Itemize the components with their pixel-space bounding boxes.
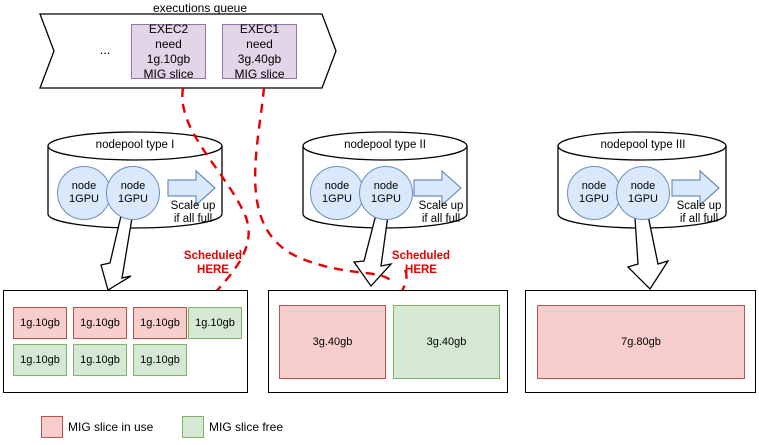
legend-swatch-used <box>41 416 63 438</box>
mig-slice-1-5[interactable]: 1g.10gb <box>13 344 67 376</box>
legend-label-used: MIG slice in use <box>68 420 154 434</box>
node-label: node <box>120 180 146 193</box>
mig-slice-1-7[interactable]: 1g.10gb <box>133 344 187 376</box>
scale-up-text-2: Scale up if all full <box>418 200 464 226</box>
gpu-panel-type-3: 7g.80gb <box>525 290 756 393</box>
exec2-requirement: need 1g.10gb <box>146 36 191 66</box>
mig-slice-1-2[interactable]: 1g.10gb <box>73 307 127 339</box>
node-circle-pool3-b[interactable]: node 1GPU <box>616 166 670 220</box>
node-label: node <box>630 180 656 193</box>
gpu-panel-type-2: 3g.40gb 3g.40gb <box>268 290 508 393</box>
node-gpu-count: 1GPU <box>579 193 609 205</box>
node-circle-pool2-b[interactable]: node 1GPU <box>359 166 413 220</box>
node-gpu-count: 1GPU <box>118 193 148 205</box>
node-circle-pool2-a[interactable]: node 1GPU <box>310 166 364 220</box>
queue-title: executions queue <box>152 1 248 15</box>
node-label: node <box>373 180 399 193</box>
node-gpu-count: 1GPU <box>69 193 99 205</box>
mig-slice-2-2[interactable]: 3g.40gb <box>393 305 500 379</box>
mig-slice-1-3[interactable]: 1g.10gb <box>133 307 187 339</box>
exec1-requirement: need 3g.40gb <box>237 36 282 66</box>
node-gpu-count: 1GPU <box>322 193 352 205</box>
mig-slice-1-6[interactable]: 1g.10gb <box>73 344 127 376</box>
node-gpu-count: 1GPU <box>628 193 658 205</box>
scale-up-text-3: Scale up if all full <box>676 200 722 226</box>
node-circle-pool1-a[interactable]: node 1GPU <box>57 166 111 220</box>
scheduled-here-label-2: Scheduled HERE <box>391 250 451 276</box>
exec1-resource-type: MIG slice <box>234 66 285 81</box>
node-circle-pool3-a[interactable]: node 1GPU <box>567 166 621 220</box>
queue-ellipsis: ... <box>99 42 111 57</box>
exec1-name: EXEC1 <box>239 21 280 36</box>
mig-slice-2-1[interactable]: 3g.40gb <box>279 305 386 379</box>
exec-item-exec2[interactable]: EXEC2 need 1g.10gb MIG slice <box>131 21 206 81</box>
mig-slice-3-1[interactable]: 7g.80gb <box>537 305 745 379</box>
node-label: node <box>71 180 97 193</box>
nodepool-title-3: nodepool type III <box>600 139 686 151</box>
gpu-panel-type-1: 1g.10gb 1g.10gb 1g.10gb 1g.10gb 1g.10gb … <box>3 290 248 393</box>
node-label: node <box>324 180 350 193</box>
exec-item-exec1[interactable]: EXEC1 need 3g.40gb MIG slice <box>222 21 297 81</box>
node-label: node <box>581 180 607 193</box>
exec2-name: EXEC2 <box>148 21 189 36</box>
legend-swatch-free <box>182 416 204 438</box>
node-circle-pool1-b[interactable]: node 1GPU <box>106 166 160 220</box>
scale-up-text-1: Scale up if all full <box>170 200 216 226</box>
nodepool-title-2: nodepool type II <box>344 139 426 151</box>
nodepool-title-1: nodepool type I <box>95 139 175 151</box>
exec2-resource-type: MIG slice <box>143 66 194 81</box>
mig-slice-1-1[interactable]: 1g.10gb <box>13 307 67 339</box>
scheduled-here-label-1: Scheduled HERE <box>183 250 243 276</box>
node-gpu-count: 1GPU <box>371 193 401 205</box>
mig-slice-1-4[interactable]: 1g.10gb <box>188 307 242 339</box>
legend-label-free: MIG slice free <box>209 420 284 434</box>
